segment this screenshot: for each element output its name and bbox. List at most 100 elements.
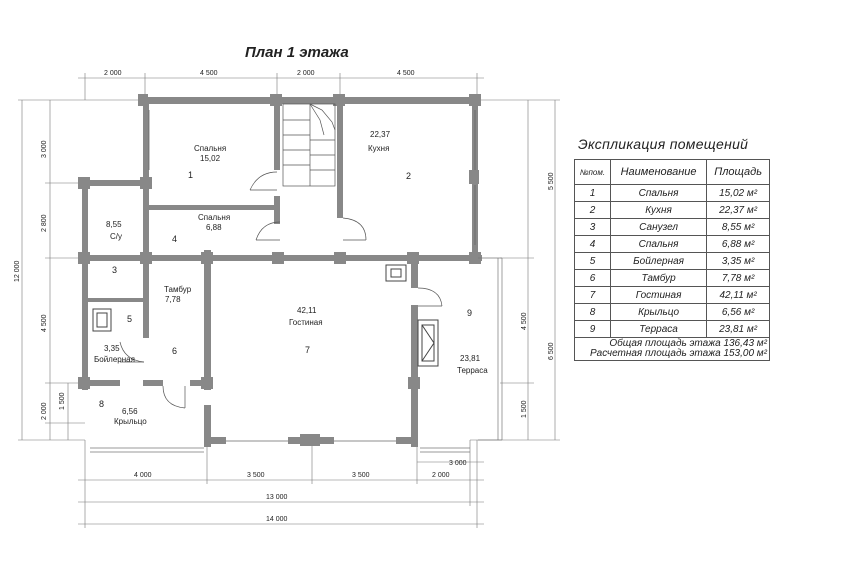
row-number: 2 — [574, 201, 611, 219]
room-3-area: 8,55 — [106, 220, 122, 229]
dim-bottom-4: 2 000 — [432, 472, 450, 479]
row-name: Гостиная — [609, 286, 708, 304]
row-area: 15,02 м² — [706, 184, 770, 202]
row-name: Санузел — [609, 218, 708, 236]
row-name: Крыльцо — [609, 303, 708, 321]
row-area: 6,56 м² — [706, 303, 770, 321]
row-number: 5 — [574, 252, 611, 270]
row-area: 23,81 м² — [706, 320, 770, 338]
col-header-area: Площадь — [706, 159, 770, 185]
row-name: Спальня — [609, 235, 708, 253]
calc-area-line: Расчетная площадь этажа 153,00 м² — [577, 349, 767, 359]
row-name: Бойлерная — [609, 252, 708, 270]
dim-right-total: 6 500 — [548, 342, 555, 360]
dim-bottom-extra: 3 000 — [449, 460, 467, 467]
total-area-line: Общая площадь этажа 136,43 м² — [577, 339, 767, 349]
dim-top-4: 4 500 — [397, 70, 415, 77]
room-6-area: 7,78 — [165, 295, 181, 304]
room-2-number: 2 — [406, 171, 411, 181]
room-3-number: 3 — [112, 265, 117, 275]
room-1-area: 15,02 — [200, 154, 221, 163]
room-2-name: Кухня — [368, 144, 389, 153]
explication-totals: Общая площадь этажа 136,43 м² Расчетная … — [574, 338, 770, 361]
room-8-name: Крыльцо — [114, 417, 147, 426]
row-name: Спальня — [609, 184, 708, 202]
row-area: 42,11 м² — [706, 286, 770, 304]
room-5-name: Бойлерная — [94, 355, 135, 364]
row-area: 7,78 м² — [706, 269, 770, 287]
row-number: 8 — [574, 303, 611, 321]
dim-bottom-14000: 14 000 — [266, 516, 288, 523]
dim-bottom-1: 4 000 — [134, 472, 152, 479]
explication-panel: Экспликация помещений №пом. Наименование… — [574, 136, 772, 361]
room-6-name: Тамбур — [164, 285, 192, 294]
staircase — [282, 103, 336, 187]
room-2-area: 22,37 — [370, 130, 391, 139]
room-9-area: 23,81 — [460, 354, 481, 363]
dim-right-1: 5 500 — [548, 172, 555, 190]
room-4-name: Спальня — [198, 213, 230, 222]
explication-title: Экспликация помещений — [578, 136, 749, 152]
dim-left-4: 1 500 — [59, 392, 66, 410]
room-9-number: 9 — [467, 308, 472, 318]
dim-right-2: 4 500 — [521, 312, 528, 330]
dim-right-3: 1 500 — [521, 400, 528, 418]
dim-left-5: 2 000 — [41, 402, 48, 420]
room-8-number: 8 — [99, 399, 104, 409]
row-name: Терраса — [609, 320, 708, 338]
room-4-area: 6,88 — [206, 223, 222, 232]
row-area: 3,35 м² — [706, 252, 770, 270]
row-number: 1 — [574, 184, 611, 202]
explication-header-row: №пом. Наименование Площадь — [574, 159, 770, 185]
dim-bottom-13000: 13 000 — [266, 494, 288, 501]
row-number: 9 — [574, 320, 611, 338]
room-9-name: Терраса — [457, 366, 488, 375]
row-name: Тамбур — [609, 269, 708, 287]
floor-plan: 2 000 4 500 2 000 4 500 3 000 2 800 4 50… — [14, 70, 560, 528]
room-7-number: 7 — [305, 345, 310, 355]
railings — [90, 257, 503, 453]
room-5-area: 3,35 — [104, 344, 120, 353]
windows — [148, 110, 476, 442]
walls — [78, 94, 482, 447]
row-area: 8,55 м² — [706, 218, 770, 236]
calc-area-value: 153,00 м² — [723, 348, 767, 359]
dim-left-3: 4 500 — [41, 314, 48, 332]
row-number: 6 — [574, 269, 611, 287]
bottom-dimension-chain — [78, 440, 484, 528]
room-1-name: Спальня — [194, 144, 226, 153]
col-header-name: Наименование — [609, 159, 708, 185]
doors — [119, 171, 443, 409]
dim-bottom-2: 3 500 — [247, 472, 265, 479]
dim-top-1: 2 000 — [104, 70, 122, 77]
room-3-name: С/у — [110, 232, 122, 241]
dim-left-total: 12 000 — [14, 260, 21, 282]
dim-top-2: 4 500 — [200, 70, 218, 77]
room-5-number: 5 — [127, 314, 132, 324]
room-7-name: Гостиная — [289, 318, 323, 327]
room-8-area: 6,56 — [122, 407, 138, 416]
row-area: 6,88 м² — [706, 235, 770, 253]
room-7-area: 42,11 — [297, 306, 317, 315]
room-4-number: 4 — [172, 234, 177, 244]
row-name: Кухня — [609, 201, 708, 219]
fixtures — [92, 264, 439, 367]
row-number: 4 — [574, 235, 611, 253]
dim-left-2: 2 800 — [41, 214, 48, 232]
row-number: 7 — [574, 286, 611, 304]
right-dimension-chain — [470, 99, 560, 441]
plan-title: План 1 этажа — [245, 44, 349, 61]
row-number: 3 — [574, 218, 611, 236]
total-area-label: Общая площадь этажа — [609, 338, 721, 349]
dim-top-3: 2 000 — [297, 70, 315, 77]
